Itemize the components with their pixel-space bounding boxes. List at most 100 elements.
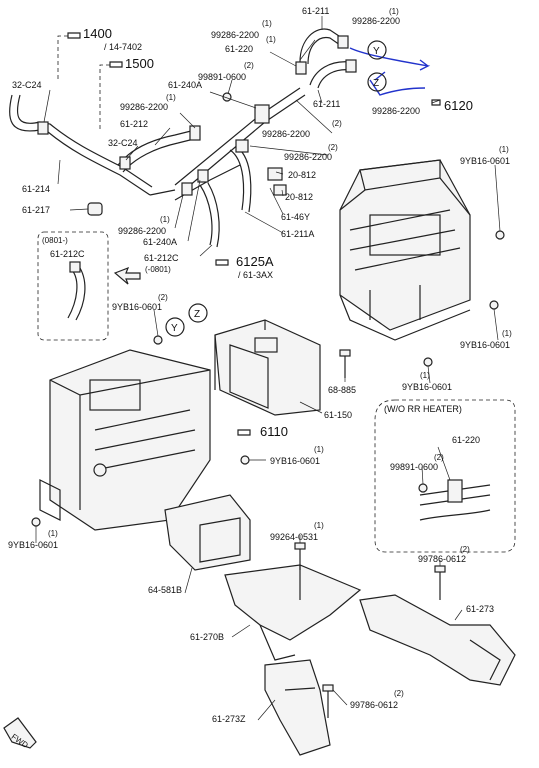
callout-1500: 1500 xyxy=(99,56,154,130)
arrow-61-212c xyxy=(113,266,141,285)
qty-99286-center: (2) xyxy=(328,143,338,152)
label-61-273z: 61-273Z xyxy=(212,714,246,724)
svg-text:Z: Z xyxy=(373,78,379,89)
label-32-c24-a: 32-C24 xyxy=(12,80,42,90)
qty-99891: (2) xyxy=(244,61,254,70)
duct-61-273 xyxy=(359,594,516,686)
qty-99286-top2: (1) xyxy=(262,19,272,28)
svg-text:Z: Z xyxy=(194,309,200,320)
svg-text:1500: 1500 xyxy=(125,56,154,71)
label-61-273: 61-273 xyxy=(466,604,494,614)
hose-61-211a xyxy=(199,139,252,248)
annotation-marks xyxy=(349,47,431,96)
label-99286-left2: 99286-2200 xyxy=(262,129,310,139)
qty-61-220: (1) xyxy=(266,35,276,44)
label-61-150: 61-150 xyxy=(324,410,352,420)
marker-z-left: Z xyxy=(188,303,208,323)
label-61-211a: 61-211A xyxy=(281,229,314,239)
callout-6110: 6110 xyxy=(237,424,288,439)
leader-lines xyxy=(35,16,501,721)
clamp-32-c24-a xyxy=(37,121,49,135)
svg-text:/ 14-7402: / 14-7402 xyxy=(104,42,142,52)
label-61-212c-sub: (-0801) xyxy=(145,265,171,274)
label-99786-b: 99786-0612 xyxy=(350,700,398,710)
clip-61-217 xyxy=(87,202,103,216)
part-labels: 61-211 (1) 99286-2200 (1) 99286-2200 (1)… xyxy=(8,6,512,750)
label-61-270b: 61-270B xyxy=(190,632,224,642)
label-99286-center: 99286-2200 xyxy=(284,152,332,162)
label-9yb16-l: 9YB16-0601 xyxy=(112,302,162,312)
qty-9yb16-bl: (1) xyxy=(48,529,58,538)
label-64-581b: 64-581B xyxy=(148,585,182,595)
qty-9yb16-l: (2) xyxy=(158,293,168,302)
label-20-812b: 20-812 xyxy=(285,192,313,202)
label-99891: 99891-0600 xyxy=(198,72,246,82)
svg-text:6120: 6120 xyxy=(444,98,473,113)
label-9yb16-r1: 9YB16-0601 xyxy=(460,156,510,166)
hose-61-211-top xyxy=(295,28,357,89)
label-61-46y: 61-46Y xyxy=(281,212,310,222)
label-61-217: 61-217 xyxy=(22,205,50,215)
qty-9yb16-mid: (1) xyxy=(314,445,324,454)
qty-99786-a: (2) xyxy=(460,545,470,554)
qty-99286-low: (1) xyxy=(160,215,170,224)
label-20-812a: 20-812 xyxy=(288,170,316,180)
svg-text:Y: Y xyxy=(171,323,178,334)
qty-99286-left2: (2) xyxy=(332,119,342,128)
label-99286-mid1: 99286-2200 xyxy=(120,102,168,112)
fwd-arrow xyxy=(3,717,37,749)
callout-6125a: 6125A / 61-3AX xyxy=(215,254,274,280)
qty-99786-b: (2) xyxy=(394,689,404,698)
duct-64-581b xyxy=(164,494,251,571)
label-61-220: 61-220 xyxy=(225,44,253,54)
svg-text:Y: Y xyxy=(373,46,380,57)
label-99286-top1: 99286-2200 xyxy=(352,16,400,26)
label-61-212: 61-212 xyxy=(120,119,148,129)
nut-9yb16-c xyxy=(423,357,433,367)
marker-y-top: Y xyxy=(367,40,387,60)
screw-99786-b xyxy=(322,684,334,718)
label-9yb16-mid: 9YB16-0601 xyxy=(270,456,320,466)
qty-9yb16-r1: (1) xyxy=(499,145,509,154)
label-0801: (0801-) xyxy=(42,236,68,245)
svg-text:6125A: 6125A xyxy=(236,254,274,269)
callout-1400: 1400 / 14-7402 xyxy=(57,26,142,80)
label-68-885: 68-885 xyxy=(328,385,356,395)
label-61-240a-low: 61-240A xyxy=(143,237,177,247)
svg-text:6110: 6110 xyxy=(260,424,288,439)
label-32-c24-b: 32-C24 xyxy=(108,138,138,148)
nut-9yb16-mid xyxy=(240,455,250,465)
label-61-240a-top: 61-240A xyxy=(168,80,202,90)
screw-99786-a xyxy=(434,565,446,600)
inset-wo-rr-heater xyxy=(374,399,516,553)
label-99264: 99264-0531 xyxy=(270,532,318,542)
label-61-211-mid: 61-211 xyxy=(313,99,340,109)
label-61-212c-box: 61-212C xyxy=(50,249,85,259)
inset-0801 xyxy=(37,231,109,341)
marker-y-left: Y xyxy=(165,317,185,337)
nut-9yb16-l xyxy=(153,335,163,345)
label-99286-low: 99286-2200 xyxy=(118,226,166,236)
label-99891b: 99891-0600 xyxy=(390,462,438,472)
unit-6110 xyxy=(39,349,211,531)
screw-68-885 xyxy=(339,349,351,378)
label-9yb16-c: 9YB16-0601 xyxy=(402,382,452,392)
qty-99286-mid1: (1) xyxy=(166,93,176,102)
qty-9yb16-c: (1) xyxy=(420,371,430,380)
label-9yb16-bl: 9YB16-0601 xyxy=(8,540,58,550)
duct-61-270b xyxy=(224,564,362,661)
callout-6120: 6120 xyxy=(431,98,473,113)
label-99786-a: 99786-0612 xyxy=(418,554,466,564)
label-61-211-top: 61-211 xyxy=(302,6,329,16)
svg-text:1400: 1400 xyxy=(83,26,112,41)
qty-99264: (1) xyxy=(314,521,324,530)
label-61-220b: 61-220 xyxy=(452,435,480,445)
nut-9yb16-bl xyxy=(31,517,41,527)
label-99286-right: 99286-2200 xyxy=(372,106,420,116)
qty-99891b: (2) xyxy=(434,453,444,462)
label-99286-top2: 99286-2200 xyxy=(211,30,259,40)
nut-9yb16-r1 xyxy=(495,230,505,240)
svg-text:/ 61-3AX: / 61-3AX xyxy=(238,270,273,280)
qty-9yb16-r2: (1) xyxy=(502,329,512,338)
